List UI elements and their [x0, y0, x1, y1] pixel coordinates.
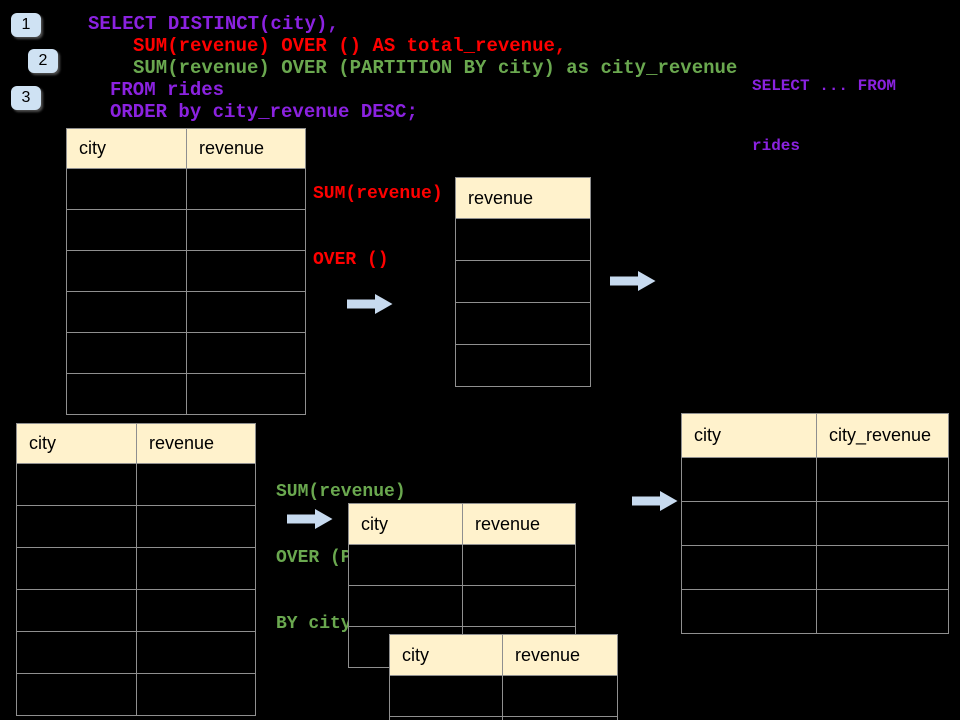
column-header: city: [17, 424, 136, 463]
sql-line-city-revenue: SUM(revenue) OVER (PARTITION BY city) as…: [133, 57, 738, 79]
empty-cell: [187, 374, 305, 414]
empty-cell: [187, 210, 305, 250]
column-header: city: [390, 635, 502, 675]
annotation-line: OVER (): [313, 250, 389, 270]
column-header: revenue: [456, 178, 590, 218]
sql-line-order-by: ORDER by city_revenue DESC;: [110, 101, 418, 123]
empty-cell: [67, 292, 186, 332]
empty-cell: [463, 586, 575, 626]
flow-arrow-icon: [632, 491, 678, 511]
flow-arrow-icon: [610, 271, 656, 291]
empty-cell: [137, 506, 255, 547]
empty-cell: [137, 464, 255, 505]
sql-line-total-revenue: SUM(revenue) OVER () AS total_revenue,: [133, 35, 567, 57]
flow-arrow-icon: [287, 509, 333, 529]
empty-cell: [187, 251, 305, 291]
empty-cell: [17, 632, 136, 673]
empty-cell: [456, 345, 590, 386]
empty-cell: [67, 169, 186, 209]
empty-cell: [682, 546, 816, 589]
column-header: city: [682, 414, 816, 457]
empty-cell: [137, 632, 255, 673]
step-badge-1: 1: [11, 13, 41, 37]
column-header: city_revenue: [817, 414, 948, 457]
empty-cell: [390, 717, 502, 720]
empty-cell: [503, 717, 617, 720]
annotation-line: SUM(revenue): [276, 482, 406, 502]
empty-cell: [817, 590, 948, 633]
empty-cell: [390, 676, 502, 716]
annotation-total-revenue: SUM(revenue) OVER (): [313, 139, 443, 315]
annotation-line: SUM(revenue): [313, 184, 443, 204]
empty-cell: [137, 548, 255, 589]
empty-cell: [187, 169, 305, 209]
column-header: revenue: [187, 129, 305, 168]
empty-cell: [456, 261, 590, 302]
empty-cell: [682, 590, 816, 633]
empty-cell: [817, 546, 948, 589]
empty-cell: [349, 586, 462, 626]
empty-cell: [187, 333, 305, 373]
empty-cell: [17, 506, 136, 547]
step-badge-2: 2: [28, 49, 58, 73]
step-badge-3: 3: [11, 86, 41, 110]
empty-cell: [67, 210, 186, 250]
empty-cell: [682, 458, 816, 501]
empty-cell: [17, 590, 136, 631]
empty-cell: [17, 464, 136, 505]
column-header: revenue: [463, 504, 575, 544]
empty-cell: [17, 548, 136, 589]
flow-arrow-icon: [347, 294, 393, 314]
empty-cell: [682, 502, 816, 545]
empty-cell: [456, 219, 590, 260]
sql-side-line-1: SELECT ... FROM: [752, 77, 897, 95]
column-header: city: [67, 129, 186, 168]
empty-cell: [67, 333, 186, 373]
table-total-revenue: revenue: [455, 177, 591, 387]
empty-cell: [17, 674, 136, 715]
column-header: revenue: [503, 635, 617, 675]
empty-cell: [67, 251, 186, 291]
empty-cell: [503, 676, 617, 716]
empty-cell: [456, 303, 590, 344]
column-header: revenue: [137, 424, 255, 463]
empty-cell: [137, 674, 255, 715]
empty-cell: [187, 292, 305, 332]
empty-cell: [67, 374, 186, 414]
empty-cell: [817, 502, 948, 545]
column-header: city: [349, 504, 462, 544]
empty-cell: [817, 458, 948, 501]
sql-side-snippet: SELECT ... FROM rides: [752, 36, 896, 196]
sql-line-from: FROM rides: [110, 79, 225, 101]
sql-side-line-2: rides: [752, 137, 801, 155]
empty-cell: [463, 545, 575, 585]
sql-line-select: SELECT DISTINCT(city),: [88, 13, 339, 35]
empty-cell: [349, 545, 462, 585]
empty-cell: [137, 590, 255, 631]
